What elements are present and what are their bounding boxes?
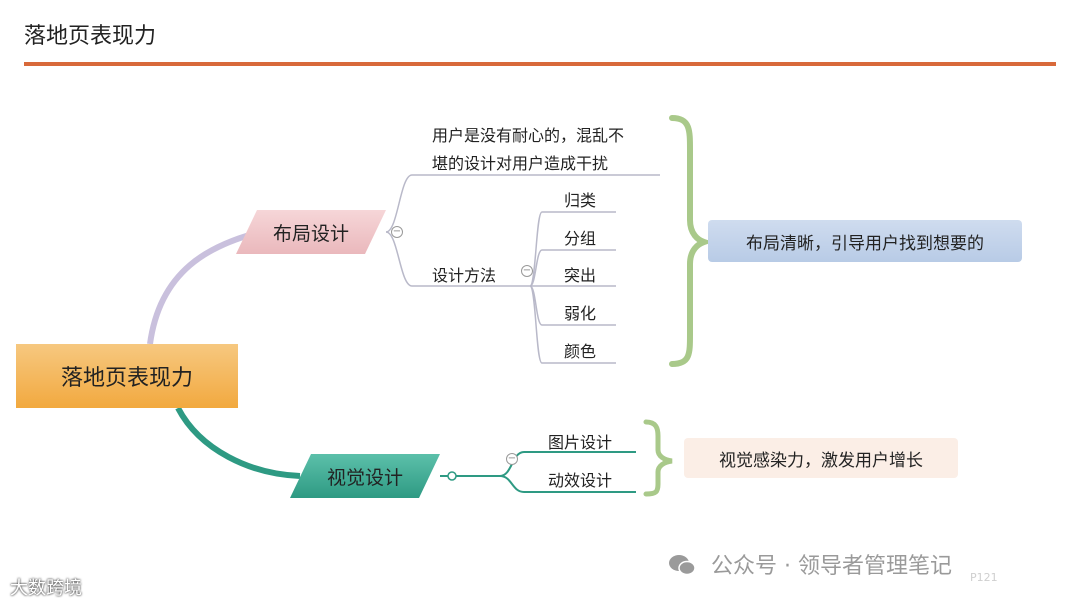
- layout-note-line: 用户是没有耐心的，混乱不: [432, 126, 625, 145]
- page-title: 落地页表现力: [24, 24, 157, 49]
- title-divider: [24, 62, 1056, 66]
- visual-child-item[interactable]: 动效设计: [548, 471, 613, 490]
- connector-central-layout: [147, 229, 261, 345]
- watermark-right-text: 公众号 · 领导者管理笔记: [711, 554, 952, 579]
- layout-note: 用户是没有耐心的，混乱不 堪的设计对用户造成干扰: [432, 122, 624, 178]
- visual-child-item[interactable]: 图片设计: [548, 433, 613, 452]
- page-number: P121: [970, 571, 998, 584]
- branch-visual-label: 视觉设计: [326, 466, 403, 489]
- collapse-icon-visual-end: [447, 471, 457, 481]
- collapse-icon[interactable]: −: [506, 453, 518, 465]
- collapse-icon[interactable]: −: [521, 265, 533, 277]
- watermark-right: 公众号 · 领导者管理笔记: [668, 548, 952, 580]
- wechat-icon: [668, 554, 696, 576]
- design-method-label[interactable]: 设计方法: [432, 266, 497, 285]
- branch-layout-shape: [236, 210, 386, 254]
- watermark-left: 大数跨境: [10, 578, 82, 599]
- branch-layout-label: 布局设计: [272, 222, 349, 245]
- visual-summary[interactable]: 视觉感染力，激发用户增长: [684, 438, 958, 478]
- method-item[interactable]: 归类: [564, 191, 597, 210]
- connector-method-4: [529, 285, 616, 364]
- branch-visual-shape: [290, 454, 440, 498]
- central-topic[interactable]: 落地页表现力: [16, 344, 238, 408]
- layout-summary[interactable]: 布局清晰，引导用户找到想要的: [708, 220, 1022, 262]
- branch-visual-design[interactable]: 视觉设计: [290, 454, 440, 498]
- branch-layout-design[interactable]: 布局设计: [236, 210, 386, 254]
- collapse-icon[interactable]: −: [391, 226, 403, 238]
- method-item[interactable]: 颜色: [564, 342, 597, 361]
- method-item[interactable]: 突出: [564, 266, 597, 285]
- connector-central-visual: [175, 406, 301, 479]
- connector-layout-method: [385, 231, 530, 287]
- method-item[interactable]: 分组: [564, 229, 597, 248]
- brace-layout: [669, 115, 714, 367]
- layout-note-line: 堪的设计对用户造成干扰: [432, 154, 609, 173]
- connector-layout-note: [385, 174, 660, 233]
- brace-visual: [643, 419, 673, 497]
- connector-method-1: [529, 249, 616, 287]
- method-item[interactable]: 弱化: [564, 304, 597, 323]
- connector-visual-1: [499, 475, 636, 493]
